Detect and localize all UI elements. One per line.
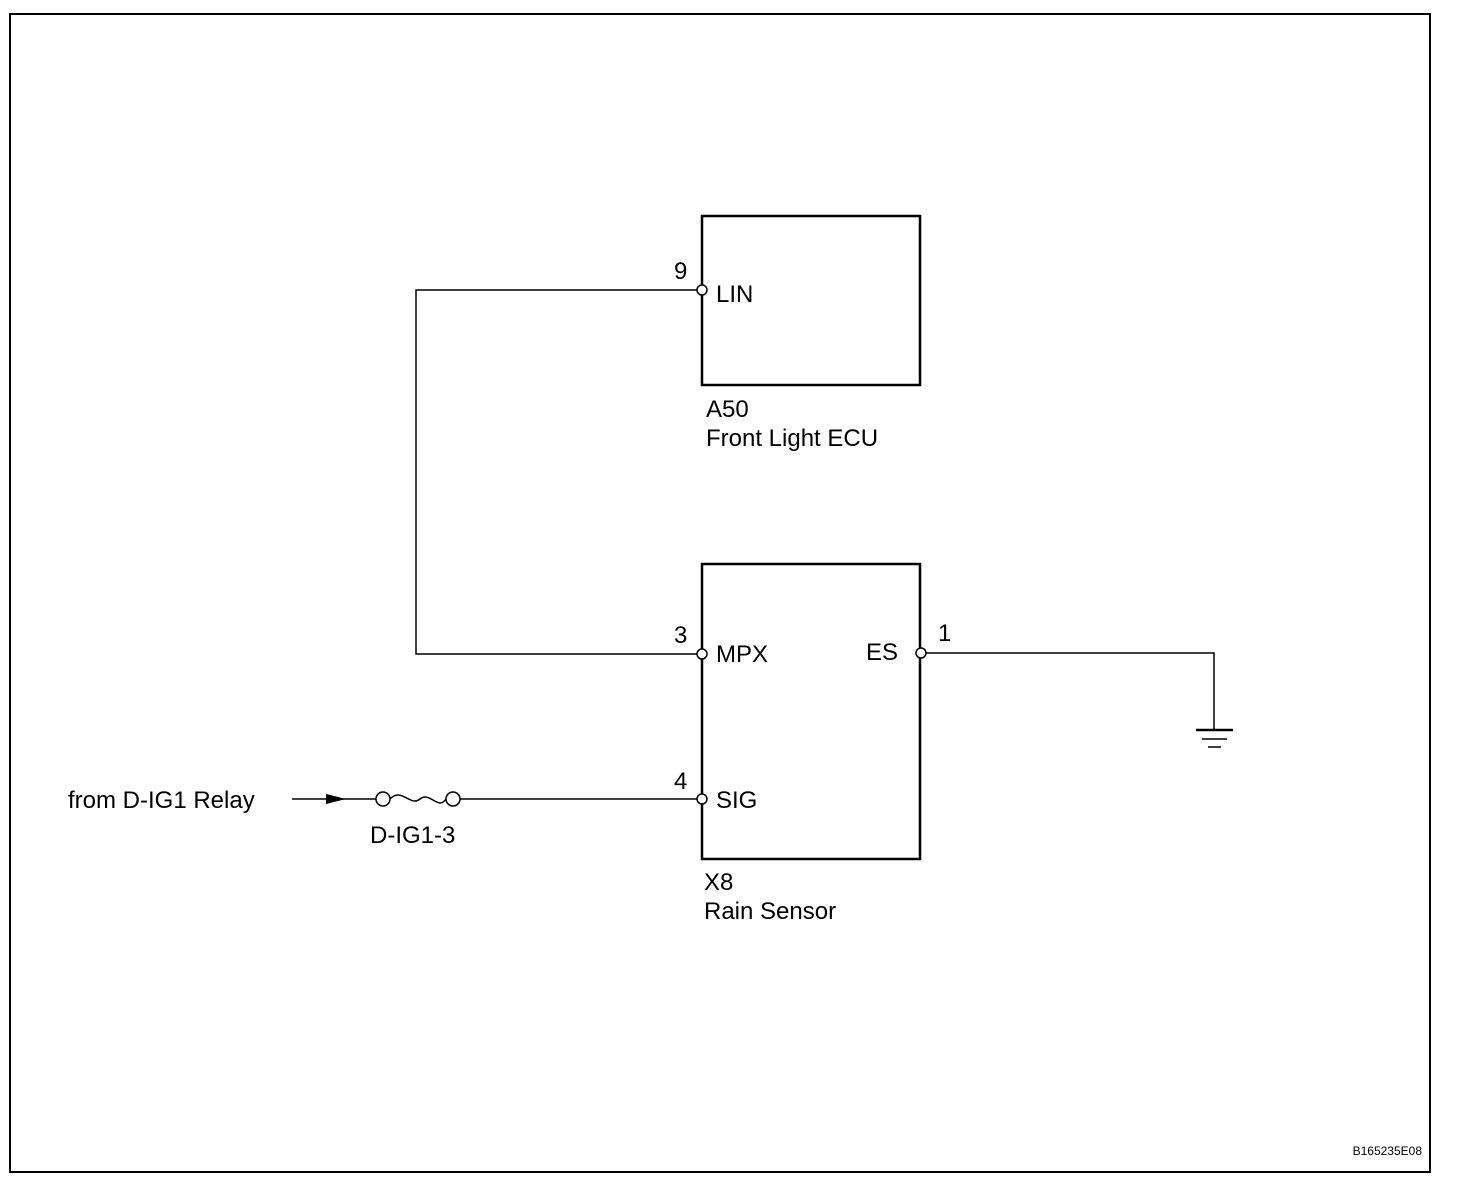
front-light-ecu-box [700,214,922,387]
diagram-frame [9,13,1431,1173]
rain-sensor: MPX 3 SIG 4 ES 1 X8 Rain Sensor [674,562,951,925]
ground-icon [1196,728,1233,748]
rain-sensor-mpx-pin-number: 3 [674,622,687,649]
rain-sensor-mpx-label: MPX [716,641,768,668]
rain-sensor-sig-label: SIG [716,787,757,814]
rain-sensor-es-label: ES [866,639,898,666]
front-light-ecu-name: Front Light ECU [706,425,878,452]
front-light-ecu-lin-label: LIN [716,281,753,308]
front-light-ecu: LIN 9 A50 Front Light ECU [674,214,922,452]
rain-sensor-sig-pin-number: 4 [674,768,687,795]
lin-terminal [696,284,708,296]
power-source-label: from D-IG1 Relay [68,787,255,814]
rain-sensor-code: X8 [704,869,733,896]
es-terminal [915,647,927,659]
fuse-icon [375,791,461,807]
mpx-terminal [696,648,708,660]
lin-mpx-wire [415,289,697,655]
rain-sensor-es-pin-number: 1 [938,620,951,647]
front-light-ecu-pin-number: 9 [674,258,687,285]
figure-code: B165235E08 [1353,1144,1423,1158]
sig-terminal [696,793,708,805]
es-ground-wire [926,652,1215,730]
front-light-ecu-code: A50 [706,396,749,423]
rain-sensor-box [700,562,922,861]
fuse-label: D-IG1-3 [370,822,455,849]
rain-sensor-name: Rain Sensor [704,898,836,925]
arrow-right-icon [326,794,346,804]
